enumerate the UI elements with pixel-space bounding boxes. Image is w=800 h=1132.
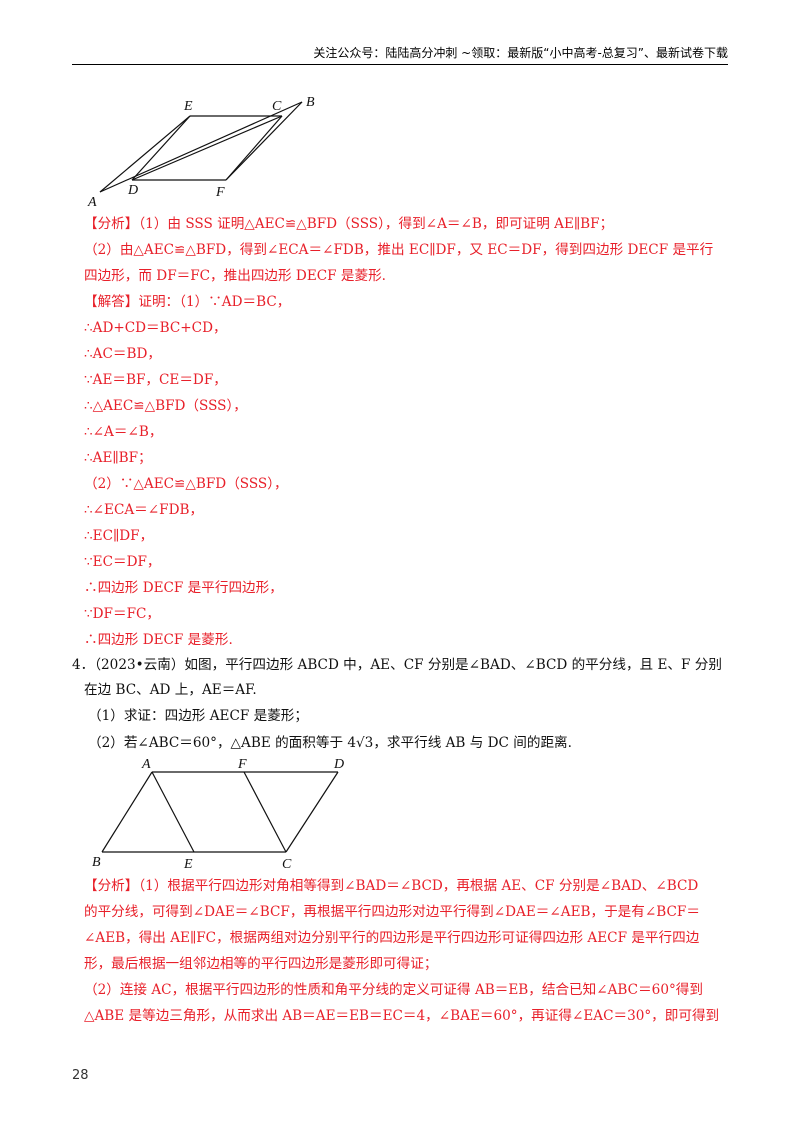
analysis-4-line: 【分析】（1）根据平行四边形对角相等得到∠BAD＝∠BCD，再根据 AE、CF …: [84, 878, 699, 894]
label-A: A: [141, 757, 151, 772]
answer-3-line: ∴AD+CD＝BC+CD，: [84, 320, 227, 336]
analysis-4-line: 形，最后根据一组邻边相等的平行四边形是菱形即可得证；: [84, 956, 438, 972]
label-B: B: [306, 95, 315, 110]
problem-4-part-2: （2）若∠ABC＝60°，△ABE 的面积等于 4√3，求平行线 AB 与 DC…: [88, 735, 572, 751]
answer-3-line: ∴△AEC≌△BFD（SSS），: [84, 398, 247, 414]
analysis-3-line-3: 四边形，而 DF＝FC，推出四边形 DECF 是菱形.: [84, 268, 387, 284]
label-A: A: [87, 195, 97, 210]
analysis-4-line: △ABE 是等边三角形，从而求出 AB＝AE＝EB＝EC＝4，∠BAE＝60°，…: [84, 1008, 720, 1024]
answer-3-line: ∴AE∥BF；: [84, 450, 152, 466]
answer-3-line: ∴EC∥DF，: [84, 528, 154, 544]
answer-3-line: （2）∵△AEC≌△BFD（SSS），: [84, 476, 288, 492]
analysis-4-line: ∠AEB，得出 AE∥FC，根据两组对边分别平行的四边形是平行四边形可证得四边形…: [84, 930, 700, 946]
answer-3-line: ∴∠A＝∠B，: [84, 424, 163, 440]
answer-3-line: ∴四边形 DECF 是平行四边形，: [84, 580, 283, 596]
label-F: F: [215, 185, 225, 200]
answer-3-line: ∴AC＝BD，: [84, 346, 161, 362]
label-C: C: [272, 99, 282, 114]
answer-3-line: ∴四边形 DECF 是菱形.: [84, 632, 233, 648]
geometry-figure-1: A B C D E F: [87, 95, 315, 210]
label-C: C: [282, 857, 292, 868]
header-text: 关注公众号：陆陆高分冲刺 ~领取：最新版“小中高考-总复习”、最新试卷下载: [313, 46, 728, 60]
label-E: E: [183, 99, 193, 114]
label-E: E: [183, 857, 193, 868]
analysis-4-line: （2）连接 AC，根据平行四边形的性质和角平分线的定义可证得 AB＝EB，结合已…: [84, 982, 703, 998]
geometry-figure-2: A B C D E F: [92, 757, 344, 868]
analysis-4-line: 的平分线，可得到∠DAE＝∠BCF，再根据平行四边形对边平行得到∠DAE＝∠AE…: [84, 904, 700, 920]
problem-4-part-1: （1）求证：四边形 AECF 是菱形；: [88, 708, 308, 724]
problem-4-line-1: 4．（2023•云南）如图，平行四边形 ABCD 中，AE、CF 分别是∠BAD…: [72, 657, 722, 673]
label-F: F: [237, 757, 247, 772]
answer-3-line: 【解答】证明：（1）∵AD＝BC，: [84, 294, 291, 310]
answer-3-line: ∵AE＝BF，CE＝DF，: [84, 372, 227, 388]
page-header: 关注公众号：陆陆高分冲刺 ~领取：最新版“小中高考-总复习”、最新试卷下载: [72, 44, 728, 65]
answer-3-line: ∵EC＝DF，: [84, 554, 161, 570]
label-D: D: [127, 183, 138, 198]
analysis-3-line-1: 【分析】（1）由 SSS 证明△AEC≌△BFD（SSS），得到∠A＝∠B，即可…: [84, 216, 614, 232]
label-B: B: [92, 855, 101, 868]
label-D: D: [333, 757, 344, 772]
answer-3-line: ∴∠ECA＝∠FDB，: [84, 502, 204, 518]
answer-3-line: ∵DF＝FC，: [84, 606, 161, 622]
analysis-3-line-2: （2）由△AEC≌△BFD，得到∠ECA＝∠FDB，推出 EC∥DF，又 EC＝…: [84, 242, 714, 258]
page-number: 28: [72, 1068, 89, 1083]
problem-4-line-2: 在边 BC、AD 上，AE＝AF.: [84, 682, 257, 698]
